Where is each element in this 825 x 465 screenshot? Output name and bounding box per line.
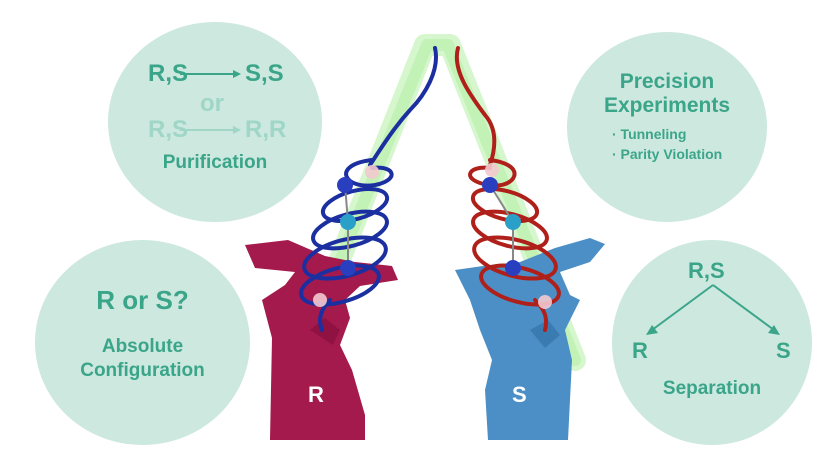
r-hand — [245, 240, 398, 440]
precision-item-tunneling: · Tunneling — [612, 126, 687, 142]
purification-r2-right: R,R — [245, 116, 287, 143]
green-glow-core — [294, 39, 581, 366]
purification-r1-left: R,S — [148, 60, 189, 87]
separation-label: Separation — [662, 378, 762, 399]
absolute-question: R or S? — [96, 285, 189, 315]
separation-right: S — [776, 338, 791, 363]
purification-arrows — [180, 70, 241, 78]
precision-title-2: Experiments — [603, 94, 731, 117]
s-hand — [455, 238, 605, 440]
hand-r-label: R — [308, 382, 324, 407]
separation-arrows — [646, 284, 780, 335]
precision-item-parity: · Parity Violation — [612, 146, 723, 162]
r-molecule — [313, 165, 379, 307]
precision-title-1: Precision — [619, 70, 715, 93]
separation-top: R,S — [688, 258, 725, 283]
hand-s-label: S — [512, 382, 527, 407]
purification-or: or — [200, 90, 224, 117]
precision-bubble — [567, 32, 767, 222]
absolute-config-bubble — [35, 240, 250, 445]
s-molecule — [482, 163, 552, 309]
absolute-label-1: Absolute — [101, 336, 184, 357]
purification-label: Purification — [162, 152, 268, 173]
purification-r2-left: R,S — [148, 116, 189, 143]
absolute-label-2: Configuration — [80, 360, 205, 381]
separation-left: R — [632, 338, 648, 363]
purification-bubble — [108, 22, 322, 222]
purification-r1-right: S,S — [245, 60, 284, 87]
separation-bubble — [612, 240, 812, 445]
purification-arrow-faded — [180, 126, 241, 134]
